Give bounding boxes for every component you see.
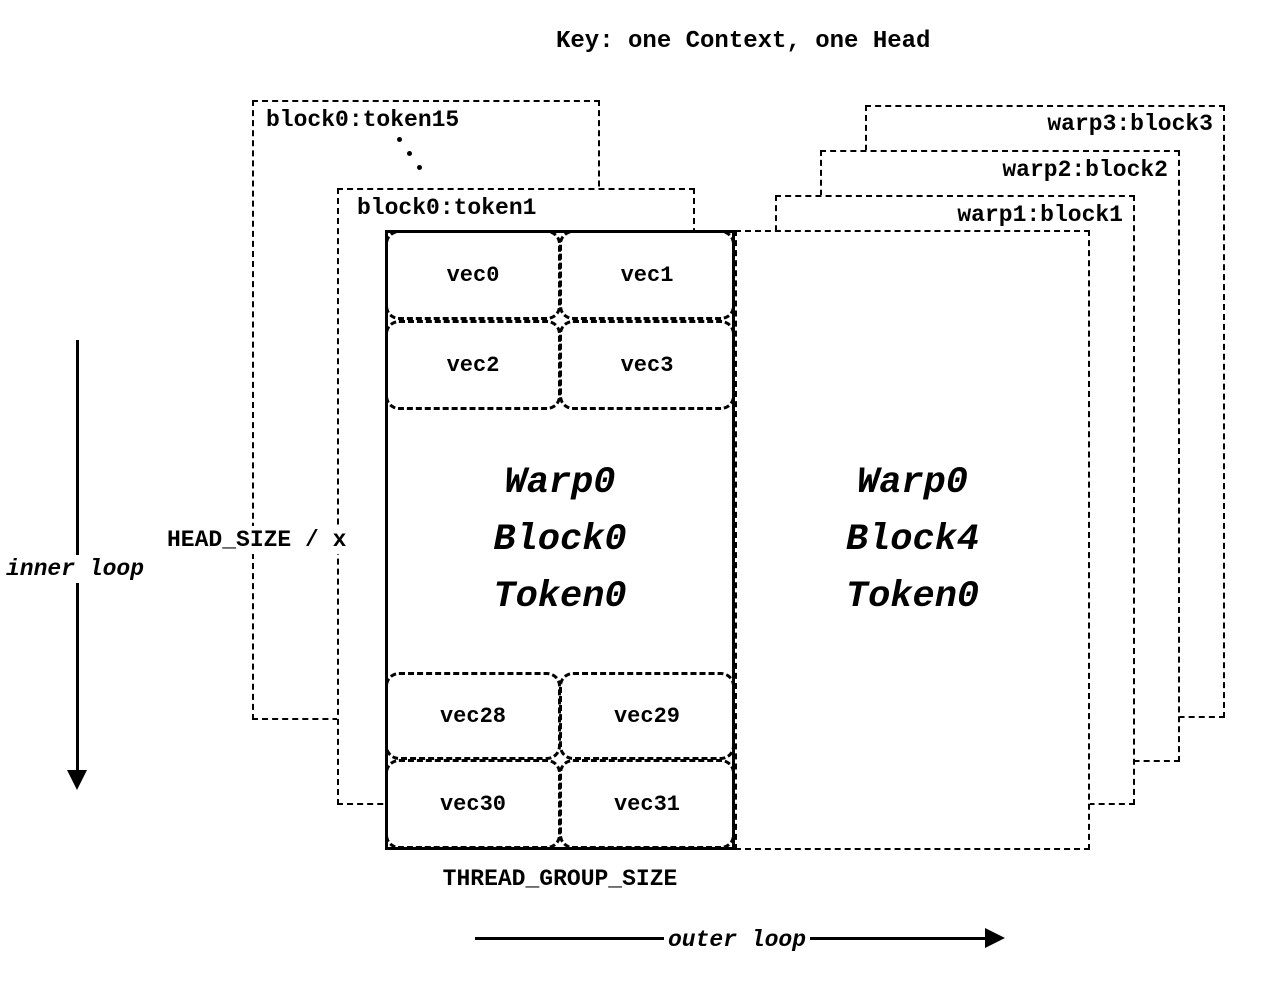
block4-line-token: Token0 <box>845 575 980 618</box>
vec29-cell: vec29 <box>559 672 735 760</box>
vec1-label: vec1 <box>620 262 674 288</box>
ellipsis-dot <box>397 137 402 142</box>
vec2-cell: vec2 <box>385 320 561 410</box>
warp3-block3-label: warp3:block3 <box>1047 111 1213 137</box>
warp0-block4-token0-text: Warp0 Block4 Token0 <box>735 440 1090 640</box>
block0-line-block: Block0 <box>493 518 627 561</box>
vec28-cell: vec28 <box>385 672 561 760</box>
ellipsis-dot <box>417 165 422 170</box>
inner-loop-label: inner loop <box>2 555 149 583</box>
vec30-label: vec30 <box>439 791 506 817</box>
block0-token15-label: block0:token15 <box>266 107 460 133</box>
diagram-title: Key: one Context, one Head <box>556 28 931 55</box>
block0-line-warp: Warp0 <box>504 461 616 504</box>
vec2-label: vec2 <box>446 352 500 378</box>
warp2-block2-label: warp2:block2 <box>1002 157 1168 183</box>
vec3-label: vec3 <box>620 352 674 378</box>
outer-loop-label: outer loop <box>664 926 811 954</box>
vec30-cell: vec30 <box>385 759 561 849</box>
vec28-label: vec28 <box>439 703 506 729</box>
outer-loop-arrow-head <box>985 928 1005 948</box>
vec29-label: vec29 <box>613 703 680 729</box>
vec0-label: vec0 <box>446 262 500 288</box>
block0-line-token: Token0 <box>493 575 627 618</box>
vec31-label: vec31 <box>613 791 680 817</box>
thread-group-size-label: THREAD_GROUP_SIZE <box>442 866 678 892</box>
vec1-cell: vec1 <box>559 230 735 320</box>
warp0-block4-token0-box <box>735 230 1090 850</box>
inner-loop-arrow-head <box>67 770 87 790</box>
vec31-cell: vec31 <box>559 759 735 849</box>
vec3-cell: vec3 <box>559 320 735 410</box>
block0-token1-label: block0:token1 <box>357 195 537 221</box>
head-size-label: HEAD_SIZE / x <box>163 526 351 554</box>
warp1-block1-label: warp1:block1 <box>957 202 1123 228</box>
warp0-block0-token0-text: Warp0 Block0 Token0 <box>385 440 735 640</box>
block4-line-warp: Warp0 <box>856 461 969 504</box>
ellipsis-dot <box>407 151 412 156</box>
vec0-cell: vec0 <box>385 230 561 320</box>
block4-line-block: Block4 <box>845 518 980 561</box>
